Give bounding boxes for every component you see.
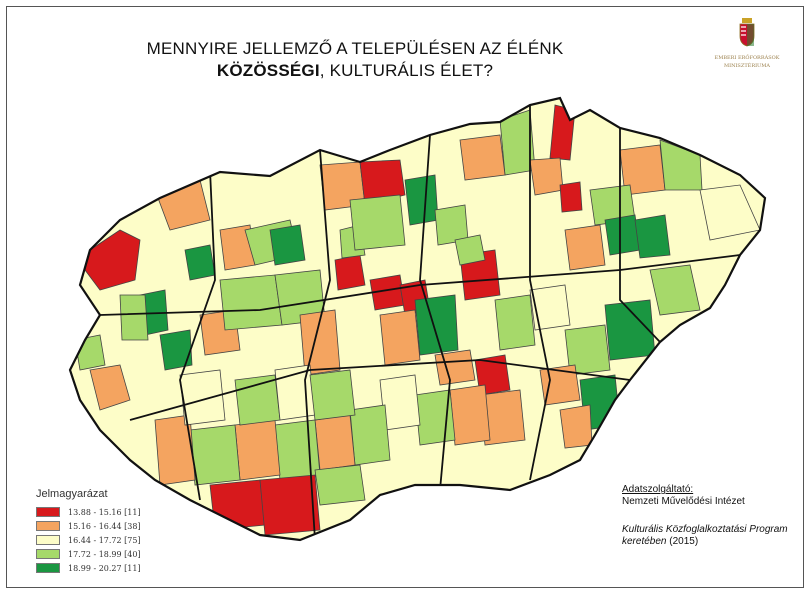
region: [559, 181, 583, 213]
title-line-1: MENNYIRE JELLEMZŐ A TELEPÜLÉSEN AZ ÉLÉNK: [146, 39, 564, 58]
legend-rows: 13.88 - 15.16 [11] 15.16 - 16.44 [38] 16.4…: [36, 506, 206, 574]
legend-swatch: [36, 521, 60, 531]
legend-label: 16.44 - 17.72 [75]: [68, 535, 141, 545]
source-provider: Nemzeti Művelődési Intézet: [622, 496, 745, 507]
country-outline: [68, 96, 767, 542]
ministry-logo: EMBERI ERŐFORRÁSOK MINISZTÉRIUMA: [712, 16, 782, 76]
legend-swatch: [36, 507, 60, 517]
region: [209, 479, 266, 531]
legend-swatch: [36, 535, 60, 545]
region: [564, 224, 606, 271]
region: [434, 349, 476, 386]
region: [154, 414, 196, 486]
region: [539, 364, 581, 406]
logo-text-2: MINISZTÉRIUMA: [723, 63, 770, 69]
region: [269, 224, 306, 266]
region: [449, 384, 491, 446]
region: [359, 159, 406, 206]
title-line-2-rest: , KULTURÁLIS ÉLET?: [319, 61, 494, 80]
region: [84, 229, 141, 291]
region: [89, 364, 131, 411]
region: [234, 374, 281, 426]
region: [184, 244, 216, 281]
region: [634, 214, 671, 259]
source-program-year: (2015): [666, 536, 699, 547]
region: [314, 414, 356, 471]
region: [119, 294, 149, 341]
region: [454, 234, 486, 266]
region: [564, 324, 611, 376]
legend-label: 18.99 - 20.27 [11]: [68, 563, 141, 573]
legend-item: 15.16 - 16.44 [38]: [36, 520, 206, 532]
region: [309, 369, 356, 421]
region: [529, 157, 564, 196]
legend-label: 17.72 - 18.99 [40]: [68, 549, 141, 559]
region: [259, 474, 321, 536]
region: [559, 404, 593, 449]
legend-label: 13.88 - 15.16 [11]: [68, 507, 141, 517]
region: [459, 134, 506, 181]
source-program-italic: Kulturális Közfoglalkoztatási Program ke…: [622, 524, 788, 547]
map-legend: Jelmagyarázat 13.88 - 15.16 [11] 15.16 - …: [36, 488, 206, 576]
choropleth-map: [68, 96, 767, 542]
legend-item: 13.88 - 15.16 [11]: [36, 506, 206, 518]
legend-label: 15.16 - 16.44 [38]: [68, 521, 141, 531]
legend-item: 17.72 - 18.99 [40]: [36, 548, 206, 560]
region: [314, 464, 366, 506]
source-note: Adatszolgáltató: Nemzeti Művelődési Inté…: [622, 484, 802, 548]
region: [219, 274, 283, 331]
region: [414, 294, 459, 356]
legend-swatch: [36, 563, 60, 573]
region: [274, 419, 321, 481]
legend-title: Jelmagyarázat: [36, 488, 108, 500]
source-heading: Adatszolgáltató:: [622, 484, 694, 495]
region: [379, 309, 421, 366]
coat-of-arms-icon: [739, 18, 755, 47]
legend-item: 16.44 - 17.72 [75]: [36, 534, 206, 546]
region: [494, 294, 536, 351]
legend-item: 18.99 - 20.27 [11]: [36, 562, 206, 574]
logo-text-1: EMBERI ERŐFORRÁSOK: [714, 55, 780, 61]
county-borders: [99, 105, 741, 540]
region: [189, 424, 241, 486]
region: [159, 329, 193, 371]
region: [349, 404, 391, 466]
region: [349, 194, 406, 251]
region: [649, 264, 701, 316]
legend-swatch: [36, 549, 60, 559]
region: [404, 174, 439, 226]
title-bold-word: KÖZÖSSÉGI: [216, 61, 320, 80]
map-title: MENNYIRE JELLEMZŐ A TELEPÜLÉSEN AZ ÉLÉNK…: [120, 38, 590, 82]
region: [334, 254, 366, 291]
title-line-2: KÖZÖSSÉGI, KULTURÁLIS ÉLET?: [120, 60, 590, 82]
region: [234, 419, 281, 481]
region: [179, 369, 226, 426]
region: [529, 284, 571, 331]
source-program: Kulturális Közfoglalkoztatási Program ke…: [622, 524, 802, 548]
